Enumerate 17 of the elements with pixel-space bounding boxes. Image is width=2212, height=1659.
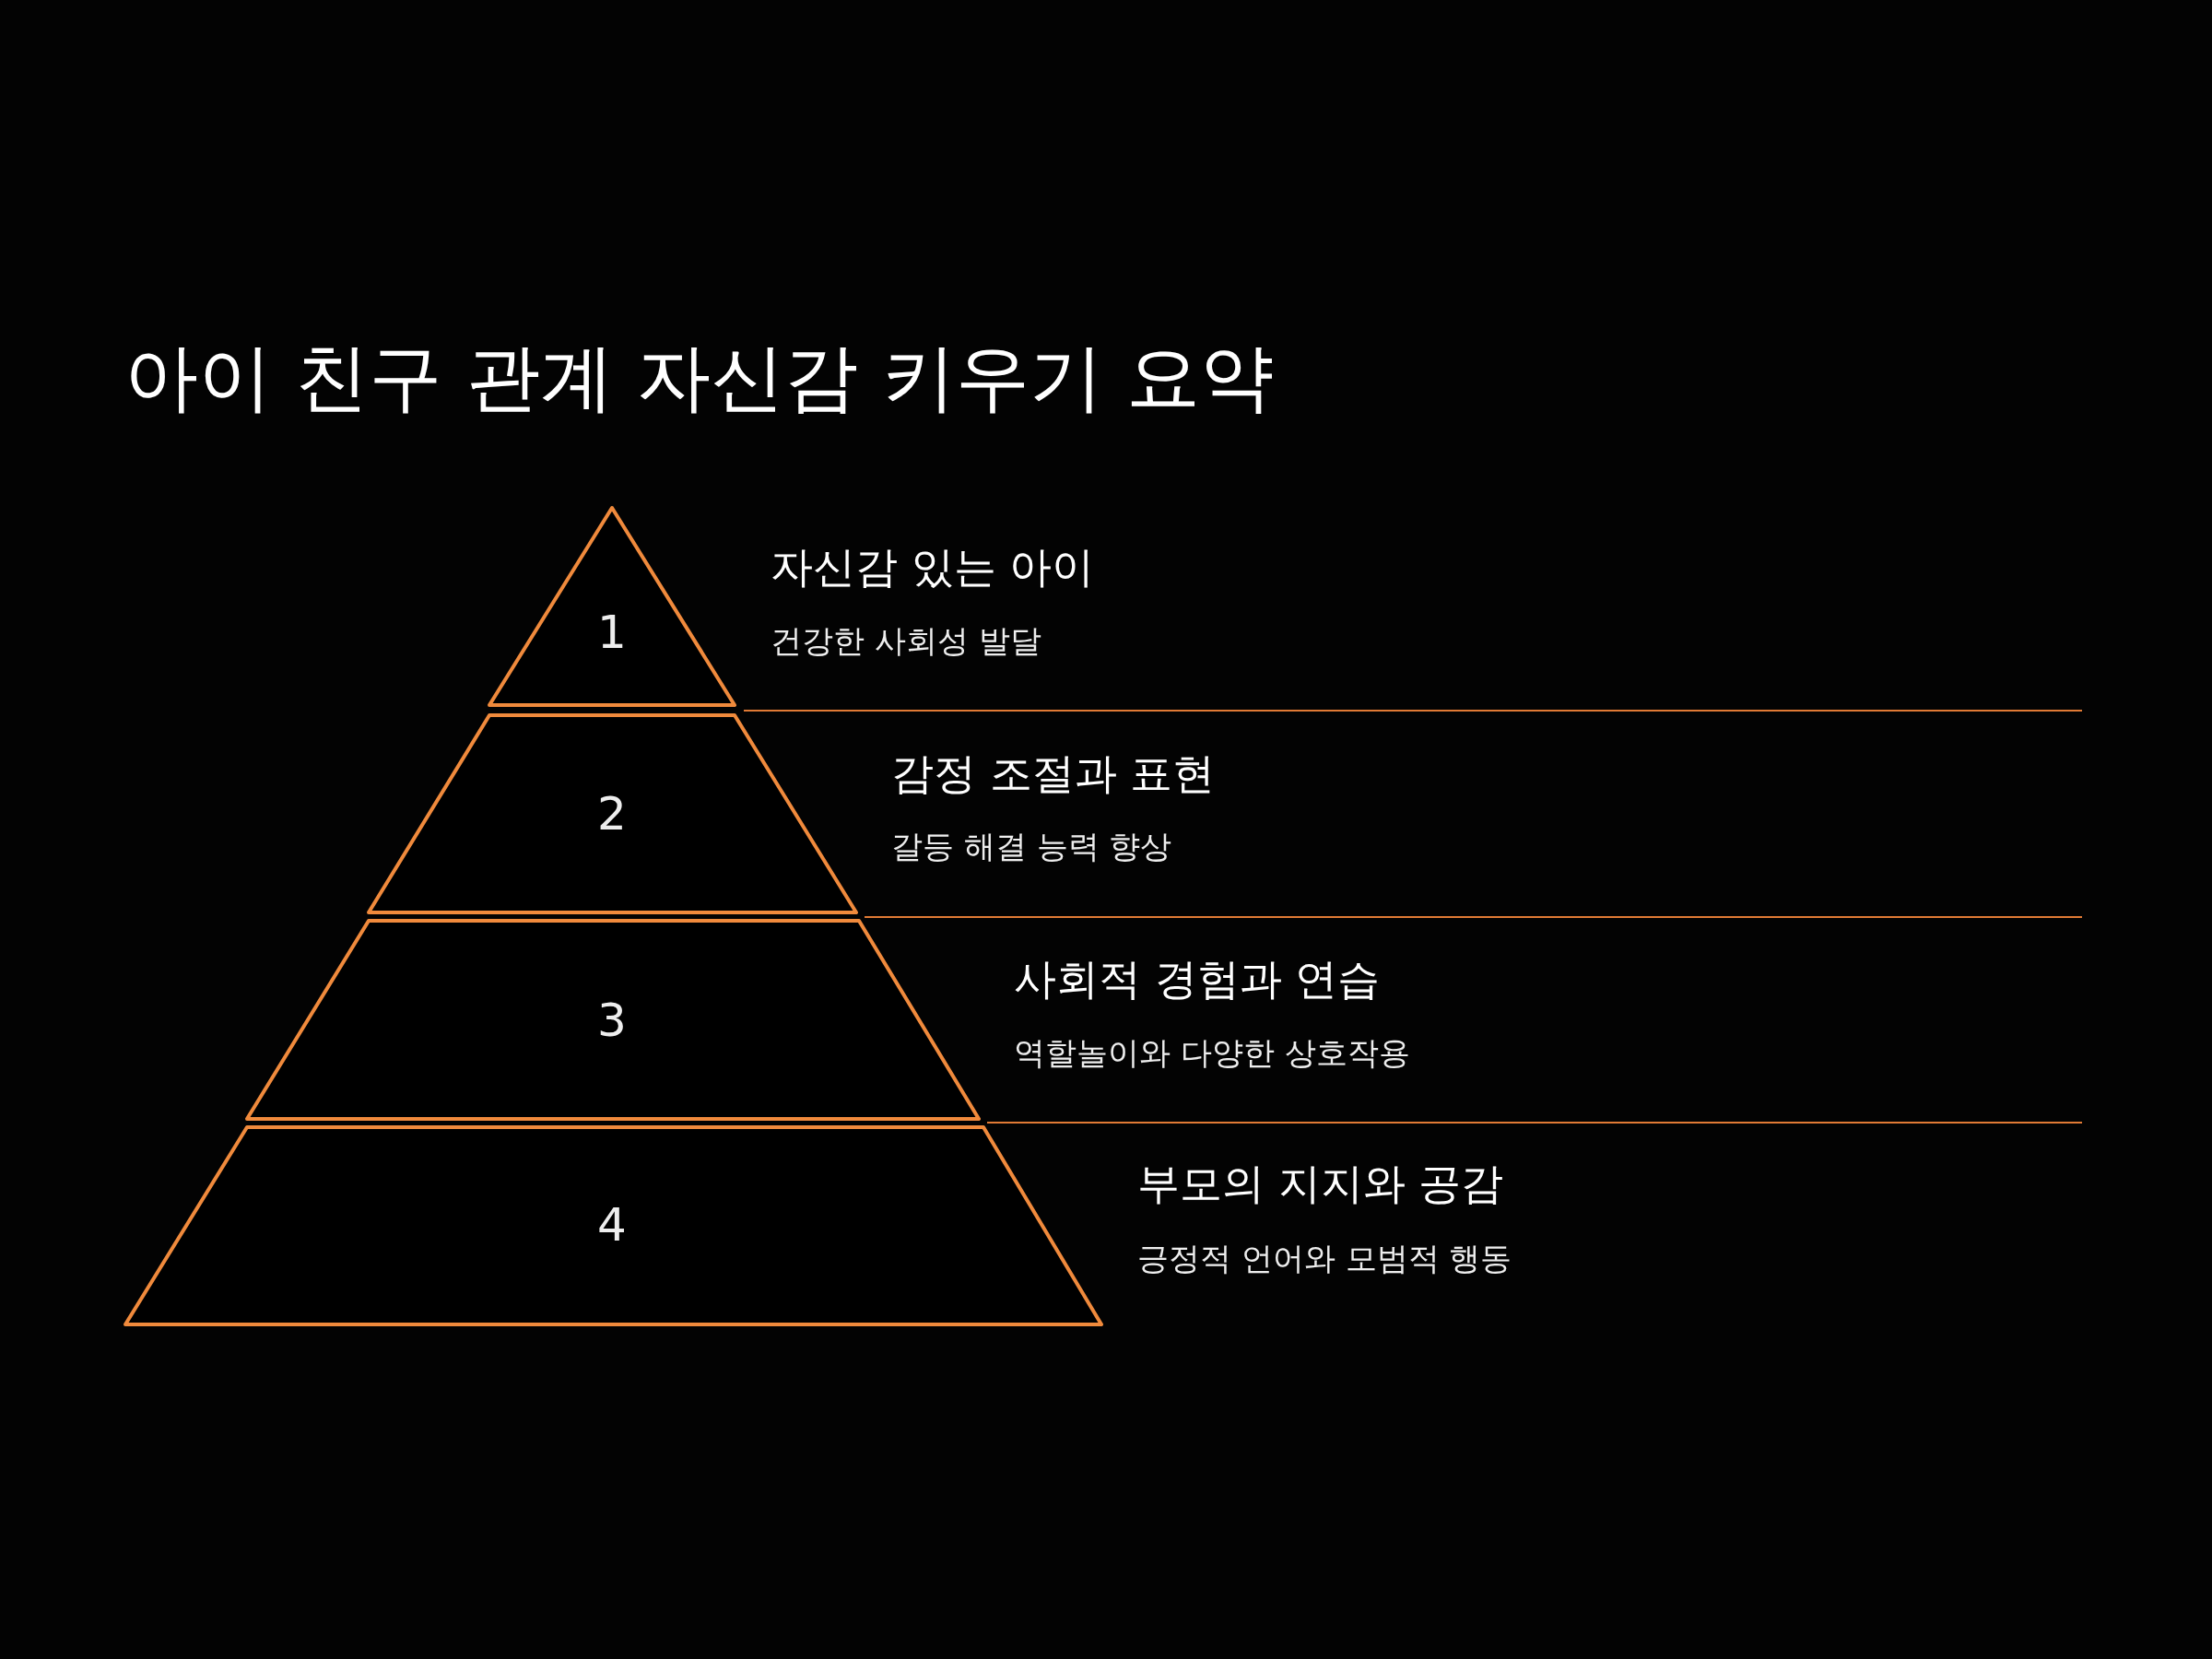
- level-description: 긍정적 언어와 모범적 행동: [1137, 1242, 1512, 1274]
- level-description: 갈등 해결 능력 향상: [891, 830, 1172, 862]
- title: 아이 친구 관계 자신감 키우기 요약: [124, 337, 1275, 418]
- level-heading: 자신감 있는 아이: [771, 546, 1095, 588]
- pyramid-level: [369, 715, 856, 912]
- level-number: 2: [597, 791, 627, 837]
- level-heading: 감정 조절과 표현: [891, 752, 1216, 794]
- level-heading: 부모의 지지와 공감: [1137, 1162, 1504, 1205]
- level-number: 4: [597, 1202, 627, 1248]
- pyramid-level: [125, 1127, 1101, 1324]
- level-description: 역할놀이와 다양한 상호작용: [1014, 1037, 1410, 1068]
- level-description: 건강한 사회성 발달: [771, 625, 1041, 656]
- level-heading: 사회적 경험과 연습: [1014, 958, 1381, 1000]
- level-number: 1: [597, 609, 627, 655]
- level-number: 3: [597, 997, 627, 1043]
- pyramid-level: [247, 921, 979, 1119]
- pyramid-level: [489, 508, 735, 705]
